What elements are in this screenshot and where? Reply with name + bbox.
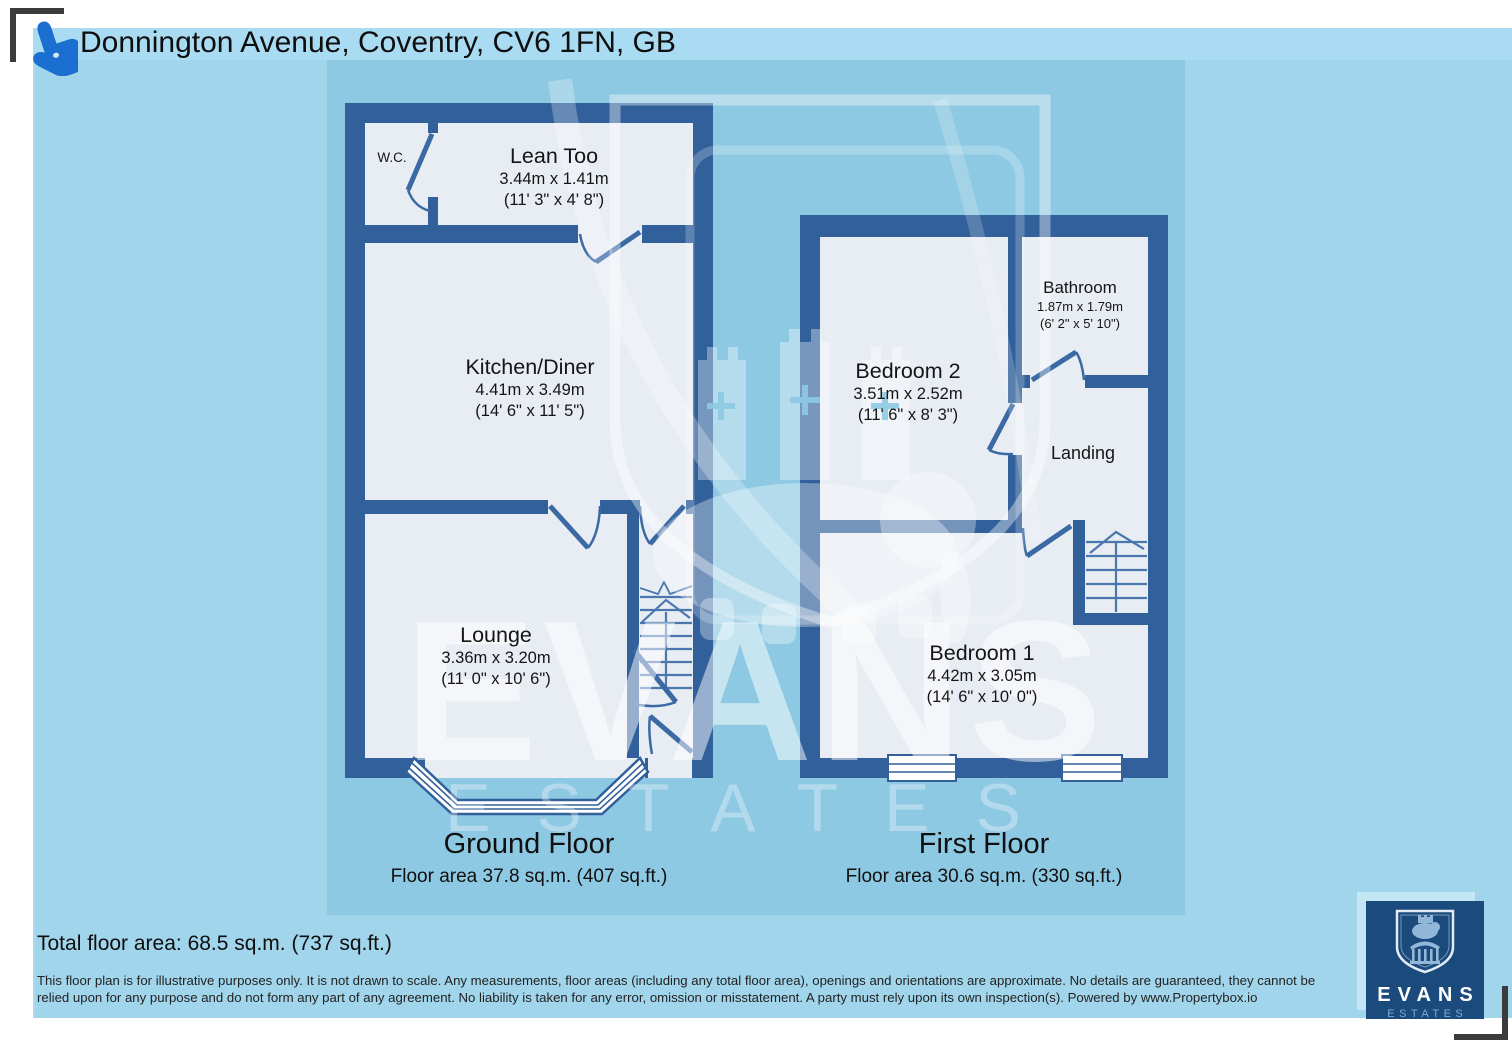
room-label-bedroom-1: Bedroom 1 4.42m x 3.05m (14' 6" x 10' 0"… [926,641,1038,706]
location-pointer-icon [33,21,78,76]
bay-window [404,755,650,816]
room-label-kitchen-diner: Kitchen/Diner 4.41m x 3.49m (14' 6" x 11… [465,355,595,420]
first-floor-plan [800,215,1168,782]
first-floor-stairs [1086,530,1147,612]
room-label-wc: W.C. [377,150,407,165]
logo-sub-text: ESTATES [1387,1008,1468,1020]
room-label-lounge: Lounge 3.36m x 3.20m (11' 0" x 10' 6") [441,623,551,688]
evans-logo-shield-icon [1395,909,1455,974]
page-title: Donnington Avenue, Coventry, CV6 1FN, GB [80,26,676,59]
first-floor-area: Floor area 30.6 sq.m. (330 sq.ft.) [845,866,1123,887]
first-floor-doors [986,349,1086,559]
disclaimer-text: This floor plan is for illustrative purp… [37,973,1316,1006]
room-label-landing: Landing [1050,443,1116,463]
ground-floor-stairs [639,579,693,691]
logo-brand-text: EVANS [1377,984,1480,1006]
crop-corner-bottomright-icon [1454,986,1508,1040]
room-label-bedroom-2: Bedroom 2 3.51m x 2.52m (11' 6" x 8' 3") [853,359,963,424]
ground-floor-area: Floor area 37.8 sq.m. (407 sq.ft.) [390,866,668,887]
evans-estates-logo: EVANS ESTATES [1366,901,1484,1020]
total-floor-area: Total floor area: 68.5 sq.m. (737 sq.ft.… [37,932,392,955]
ground-floor-title: Ground Floor [443,828,615,860]
ground-floor-doors [405,133,694,755]
crop-corner-topleft-icon [10,8,64,62]
room-label-bathroom: Bathroom 1.87m x 1.79m (6' 2" x 5' 10") [1037,278,1123,331]
bedroom1-windows [887,754,1123,782]
first-floor-title: First Floor [918,828,1050,860]
room-label-lean-too: Lean Too 3.44m x 1.41m (11' 3" x 4' 8") [499,144,609,209]
ground-floor-plan [345,103,713,816]
